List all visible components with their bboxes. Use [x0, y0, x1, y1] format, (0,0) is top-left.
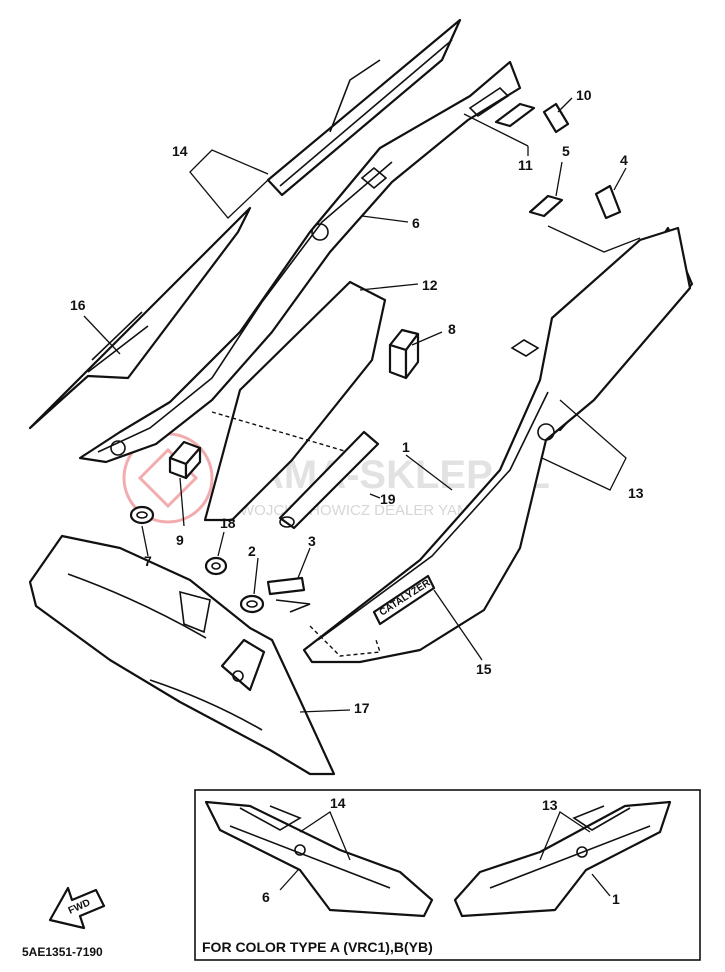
part-19-tube: [278, 430, 380, 530]
inset-callout-6: 6: [262, 889, 270, 905]
inset-callout-14: 14: [330, 795, 346, 811]
leader-lines: [83, 97, 641, 713]
callout-9: 9: [176, 532, 184, 548]
inset-left-cover: [204, 800, 434, 918]
callout-13: 13: [628, 485, 644, 501]
callout-4: 4: [620, 152, 628, 168]
callout-11: 11: [518, 157, 533, 173]
inset-right-cover: [453, 800, 672, 918]
inset-callout-13: 13: [542, 797, 558, 813]
part-16-stripe-lower: [28, 206, 252, 430]
callout-7: 7: [144, 553, 152, 569]
callout-3: 3: [308, 533, 316, 549]
part-4-pad: [594, 184, 622, 220]
part-12-gasket: [203, 280, 387, 522]
callout-5: 5: [562, 143, 570, 159]
part-3-block: [266, 576, 311, 613]
callout-14: 14: [172, 143, 188, 159]
inset-box: 14 6 13 1 FOR COLOR TYPE A (VRC1),B(YB): [194, 789, 701, 961]
callout-18: 18: [220, 515, 236, 531]
part-8-block: [388, 328, 420, 380]
diagram-code: 5AE1351-7190: [22, 945, 103, 959]
callouts: 14 6 16 12 8 1 13 19 9 7 18 2 3 15 17 10…: [70, 87, 644, 716]
part-18-grommet: [204, 556, 228, 576]
callout-1: 1: [402, 439, 410, 455]
callout-19: 19: [380, 491, 396, 507]
callout-15: 15: [476, 661, 492, 677]
part-14-stripe-upper: [266, 18, 462, 197]
callout-8: 8: [448, 321, 456, 337]
part-17-lower-cover: [28, 534, 336, 776]
part-7-grommet: [129, 505, 155, 525]
inset-caption: FOR COLOR TYPE A (VRC1),B(YB): [202, 939, 433, 955]
part-10-pad: [542, 102, 570, 134]
callout-17: 17: [354, 700, 370, 716]
part-5-pad: [528, 194, 564, 218]
part-1-side-cover-right: [302, 226, 692, 664]
callout-6: 6: [412, 215, 420, 231]
callout-12: 12: [422, 277, 438, 293]
part-11-pad: [494, 102, 536, 128]
inset-callout-1: 1: [612, 891, 620, 907]
part-9-bracket: [168, 440, 202, 480]
callout-10: 10: [576, 87, 592, 103]
inset-leaders: [279, 811, 611, 897]
part-6-side-cover-left: [78, 60, 522, 464]
fwd-arrow-icon: FWD: [48, 886, 106, 930]
callout-16: 16: [70, 297, 86, 313]
part-2-grommet: [239, 594, 265, 614]
callout-2: 2: [248, 543, 256, 559]
